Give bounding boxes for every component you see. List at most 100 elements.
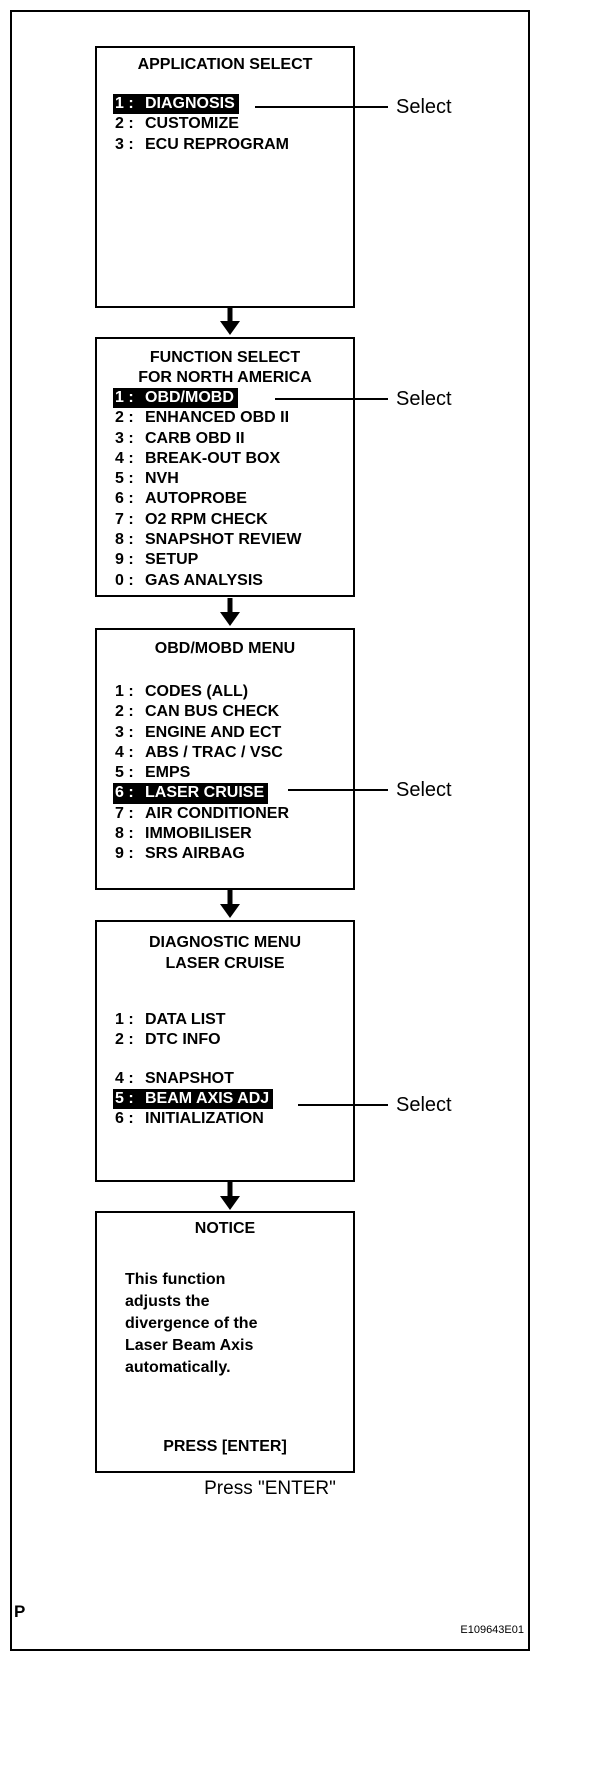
menu-item[interactable]: 0 : GAS ANALYSIS <box>115 571 301 591</box>
menu-item-number: 7 : <box>115 804 134 822</box>
menu-item-number: 5 : <box>115 470 134 488</box>
select-leader-line <box>298 1104 388 1106</box>
notice-line: divergence of the <box>125 1315 258 1332</box>
menu-item-label: BEAM AXIS ADJ <box>145 1089 270 1107</box>
menu-item[interactable]: 3 : CARB OBD II <box>115 429 301 449</box>
menu-item-label: IMMOBILISER <box>145 825 252 843</box>
menu-item[interactable]: 1 :DATA LIST <box>115 1010 273 1030</box>
menu-item-label: O2 RPM CHECK <box>145 510 268 528</box>
menu-item[interactable]: 3 :ENGINE AND ECT <box>115 723 289 743</box>
menu-item-label: ENHANCED OBD II <box>145 409 290 427</box>
menu-item-number: 6 : <box>115 490 134 508</box>
notice-line: automatically. <box>125 1359 231 1376</box>
screen-title: NOTICE <box>194 1220 256 1237</box>
menu-item-number: 6 : <box>115 784 134 802</box>
menu-item-label: CARB OBD II <box>145 429 245 447</box>
down-arrow-icon <box>220 1182 240 1210</box>
menu-item-number: 4 : <box>115 743 134 761</box>
selected-highlight: 1 :DIAGNOSIS <box>113 94 239 115</box>
screen-subtitle: FOR NORTH AMERICA <box>138 369 312 386</box>
menu-item[interactable]: 4 :SNAPSHOT <box>115 1069 273 1089</box>
menu-item-number: 8 : <box>115 825 134 843</box>
menu-item-number: 9 : <box>115 551 134 569</box>
menu-item-label: LASER CRUISE <box>145 784 265 802</box>
screen-title: APPLICATION SELECT <box>137 56 313 73</box>
screen-title: FUNCTION SELECT <box>149 349 301 366</box>
menu-item-number: 2 : <box>115 409 134 427</box>
select-callout: Select <box>396 1094 452 1116</box>
menu-item[interactable]: 5 :EMPS <box>115 763 289 783</box>
menu-item-label: CUSTOMIZE <box>145 115 239 133</box>
press-enter-caption: Press "ENTER" <box>204 1478 336 1499</box>
menu-item[interactable]: 6 : LASER CRUISE <box>113 783 289 804</box>
menu-item[interactable]: 8 : IMMOBILISER <box>115 824 289 844</box>
menu-item-number: 5 : <box>115 1089 134 1107</box>
menu-item[interactable]: 1 :DIAGNOSIS <box>113 94 289 115</box>
menu-item-number: 7 : <box>115 510 134 528</box>
selected-highlight: 6 : LASER CRUISE <box>113 783 269 804</box>
selected-highlight: 1 : OBD/MOBD <box>113 388 238 409</box>
menu-item-number: 3 : <box>115 429 134 447</box>
press-enter-button[interactable]: PRESS [ENTER] <box>163 1438 287 1455</box>
menu-item-number: 2 : <box>115 703 134 721</box>
menu-item-number: 1 : <box>115 1011 134 1028</box>
menu-item-label: DTC INFO <box>145 1031 221 1049</box>
menu-item-number: 0 : <box>115 571 134 589</box>
menu-item-number: 8 : <box>115 531 134 549</box>
obd-mobd-menu-screen: OBD/MOBD MENU 1 :CODES (ALL)2 :CAN BUS C… <box>95 628 355 890</box>
menu-item[interactable]: 8 : SNAPSHOT REVIEW <box>115 530 301 550</box>
menu-item[interactable]: 1 : OBD/MOBD <box>113 388 301 409</box>
menu-item-number: 1 : <box>115 683 134 700</box>
menu-item[interactable]: 3 :ECU REPROGRAM <box>115 135 289 155</box>
diagnostic-menu-screen: DIAGNOSTIC MENU LASER CRUISE 1 :DATA LIS… <box>95 920 355 1182</box>
menu-item-label: DIAGNOSIS <box>145 95 235 112</box>
notice-line: Laser Beam Axis <box>125 1337 254 1354</box>
notice-line: This function <box>125 1271 226 1288</box>
menu-item[interactable]: 5 :NVH <box>115 469 301 489</box>
menu-item-number: 9 : <box>115 845 134 863</box>
select-leader-line <box>255 106 388 108</box>
screen-title: DIAGNOSTIC MENU <box>149 934 301 951</box>
figure-code: E109643E01 <box>460 1624 524 1636</box>
menu-item[interactable]: 6 :INITIALIZATION <box>115 1109 273 1129</box>
menu-item-label: SNAPSHOT REVIEW <box>145 531 302 549</box>
menu-item-label: CODES (ALL) <box>145 683 249 700</box>
diagram-frame <box>10 10 530 1651</box>
menu-item-label: OBD/MOBD <box>145 389 234 406</box>
menu-item[interactable]: 7 :AIR CONDITIONER <box>115 804 289 824</box>
menu-item[interactable]: 5 : BEAM AXIS ADJ <box>113 1088 274 1110</box>
menu-item[interactable]: 9 : SETUP <box>115 550 301 570</box>
function-select-screen: FUNCTION SELECT FOR NORTH AMERICA 1 : OBD… <box>95 337 355 597</box>
menu-item[interactable]: 7 : O2 RPM CHECK <box>115 510 301 530</box>
menu-item-label: ECU REPROGRAM <box>145 135 290 153</box>
menu-item-number: 1 : <box>115 389 134 406</box>
menu-item[interactable]: 2 : CUSTOMIZE <box>115 114 289 134</box>
menu-item-number: 4 : <box>115 1069 134 1087</box>
page-letter: P <box>14 1602 26 1621</box>
menu-item[interactable]: 4 :BREAK-OUT BOX <box>115 449 301 469</box>
menu-item-label: AUTOPROBE <box>145 490 247 508</box>
menu-item[interactable]: 4 : ABS / TRAC / VSC <box>115 743 289 763</box>
menu-item[interactable]: 6 : AUTOPROBE <box>115 489 301 509</box>
menu-item[interactable]: 2 :CAN BUS CHECK <box>115 702 289 722</box>
menu-item-label: ABS / TRAC / VSC <box>145 743 283 761</box>
select-callout: Select <box>396 388 452 410</box>
menu-item[interactable]: 2 : ENHANCED OBD II <box>115 408 301 428</box>
menu-item[interactable]: 9 : SRS AIRBAG <box>115 844 289 864</box>
menu-item-label: SRS AIRBAG <box>145 845 245 863</box>
menu-item-label: SETUP <box>145 551 199 569</box>
menu-item[interactable]: 2 :DTC INFO <box>115 1030 273 1050</box>
menu-item-number: 2 : <box>115 115 134 133</box>
select-leader-line <box>275 398 388 400</box>
down-arrow-icon <box>220 598 240 626</box>
menu-item-label: ENGINE AND ECT <box>145 723 282 741</box>
menu-item-number: 4 : <box>115 449 134 467</box>
menu-item-number: 5 : <box>115 764 134 782</box>
select-callout: Select <box>396 779 452 801</box>
menu-item[interactable]: 1 : CODES (ALL) <box>115 682 289 702</box>
menu-item-label: GAS ANALYSIS <box>145 571 263 589</box>
